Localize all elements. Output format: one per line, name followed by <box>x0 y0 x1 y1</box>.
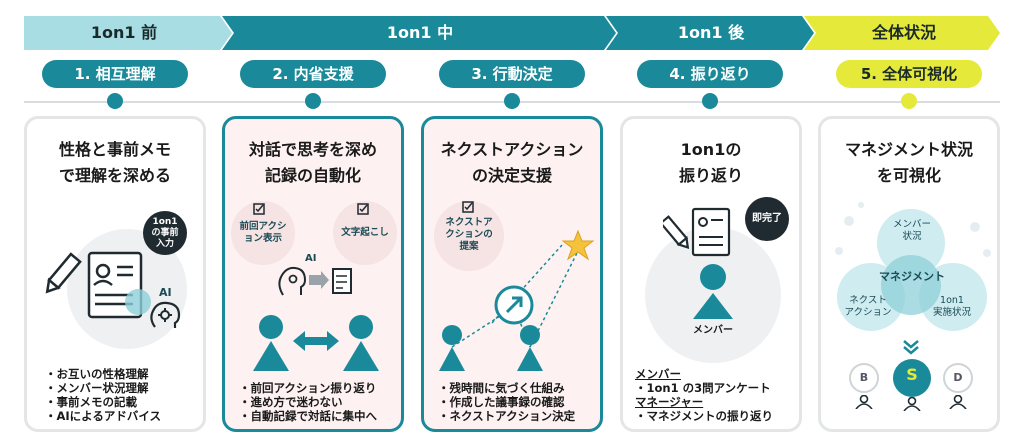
path-to-goal-illustration <box>439 229 595 371</box>
list-item: 作成した議事録の確認 <box>438 395 575 409</box>
card-title: ネクストアクション の決定支援 <box>440 140 584 185</box>
phase-label-during: 1on1 中 <box>386 23 454 42</box>
tag-previous-action: 前回アクシ ョン表示 <box>239 221 287 244</box>
card-action-decision: ネクストアクション の決定支援 ネクストア クションの 提案 残時間に気づく仕組… <box>421 116 603 432</box>
tag-next-action-proposal: ネクストア クションの 提案 <box>445 217 493 252</box>
venn-1on1-status: 1on1 実施状況 <box>932 295 971 318</box>
venn-member-status: メンバー 状況 <box>892 219 931 242</box>
person-icon <box>855 395 873 409</box>
ai-brain-icon <box>150 301 181 328</box>
timeline-dot-2 <box>305 93 321 109</box>
pencil-document-icon <box>663 207 731 257</box>
step-pill-5: 5. 全体可視化 <box>836 60 982 88</box>
ai-label: AI <box>305 253 317 264</box>
ai-transcribe-icon <box>278 266 352 296</box>
list-item: 進め方で迷わない <box>239 395 377 409</box>
step-pill-1: 1. 相互理解 <box>42 60 188 88</box>
tag-circle-previous-action <box>231 201 295 265</box>
phase-arrow-overall <box>804 16 1000 50</box>
tag-transcription: 文字起こし <box>341 227 389 238</box>
member-person-icon <box>693 264 733 319</box>
phase-band: 1on1 前 1on1 中 1on1 後 全体状況 <box>24 16 1000 50</box>
ai-label: AI <box>159 286 172 299</box>
person-icon <box>949 395 967 409</box>
person-icon <box>903 397 921 411</box>
venn-diagram <box>835 202 991 331</box>
list-item: ネクストアクション決定 <box>438 409 576 423</box>
step-pill-2: 2. 内省支援 <box>240 60 386 88</box>
retro-head-manager: マネージャー <box>635 395 704 409</box>
step-pill-4: 4. 振り返り <box>637 60 783 88</box>
phase-arrow-after <box>606 16 814 50</box>
member-label: メンバー <box>693 325 733 336</box>
timeline-dot-4 <box>702 93 718 109</box>
list-item: ・マネジメントの振り返り <box>635 409 773 423</box>
card-retrospective: 1on1の 振り返り 即完了 メンバー メンバー ・1on1 の3問アンケート … <box>620 116 802 432</box>
card-title: 性格と事前メモ で理解を深める <box>58 140 171 185</box>
chevron-down-icon <box>903 340 919 355</box>
step-pill-3: 3. 行動決定 <box>439 60 585 88</box>
venn-management: マネジメント <box>879 270 945 283</box>
list-item: お互いの性格理解 <box>45 367 161 381</box>
timeline-dot-1 <box>107 93 123 109</box>
feature-list: 残時間に気づく仕組み 作成した議事録の確認 ネクストアクション決定 <box>438 381 576 423</box>
feature-list: お互いの性格理解 メンバー状況理解 事前メモの記載 AIによるアドバイス <box>45 367 162 423</box>
timeline-dot-3 <box>504 93 520 109</box>
list-item: メンバー状況理解 <box>45 381 161 395</box>
phase-label-overall: 全体状況 <box>871 23 936 42</box>
list-item: ・1on1 の3問アンケート <box>635 381 771 395</box>
avatar-b-grade: B <box>859 371 869 384</box>
venn-next-action: ネクスト アクション <box>844 295 892 318</box>
card-overall-visualization: マネジメント状況 を可視化 メンバー 状況 マネジメント ネクスト アクション … <box>818 116 1000 432</box>
two-people-dialogue-icon <box>253 315 379 371</box>
avatar-d <box>943 363 973 393</box>
card-title: 対話で思考を深め 記録の自動化 <box>248 140 377 185</box>
phase-label-before: 1on1 前 <box>90 23 158 42</box>
phase-arrow-during <box>222 16 616 50</box>
checkbox-icon <box>357 203 369 215</box>
timeline-dot-5 <box>901 93 917 109</box>
list-item: 残時間に気づく仕組み <box>438 381 575 395</box>
list-item: 前回アクション振り返り <box>239 381 377 395</box>
phase-arrow-before <box>24 16 232 50</box>
phase-label-after: 1on1 後 <box>677 23 745 42</box>
retro-head-member: メンバー <box>635 367 681 381</box>
pencil-icon <box>45 252 82 294</box>
avatar-b <box>849 363 879 393</box>
card-title: 1on1の 振り返り <box>678 140 743 185</box>
checkbox-icon <box>462 201 474 213</box>
teal-accent-circle <box>125 289 151 315</box>
checkbox-icon <box>253 203 265 215</box>
pre-input-bubble: 1on1 の事前 入力 <box>143 211 187 255</box>
avatar-s <box>893 359 931 397</box>
list-item: 事前メモの記載 <box>45 395 161 409</box>
list-item: 自動記録で対話に集中へ <box>239 409 378 423</box>
card-reflection-support: 対話で思考を深め 記録の自動化 前回アクシ ョン表示 文字起こし AI 前回アク… <box>222 116 404 432</box>
feature-list: 前回アクション振り返り 進め方で迷わない 自動記録で対話に集中へ <box>239 381 378 423</box>
avatar-s-grade: S <box>906 365 918 384</box>
list-item: AIによるアドバイス <box>45 409 162 423</box>
tag-circle-transcription <box>333 201 397 265</box>
retro-list: メンバー ・1on1 の3問アンケート マネージャー ・マネジメントの振り返り <box>635 367 773 423</box>
instant-complete-bubble: 即完了 <box>745 197 789 241</box>
card-mutual-understanding: 性格と事前メモ で理解を深める 1on1 の事前 入力 AI お互いの性格理解 … <box>24 116 206 432</box>
phase-band-arrows <box>24 16 1000 50</box>
card-title: マネジメント状況 を可視化 <box>844 140 973 185</box>
avatar-d-grade: D <box>953 371 963 384</box>
